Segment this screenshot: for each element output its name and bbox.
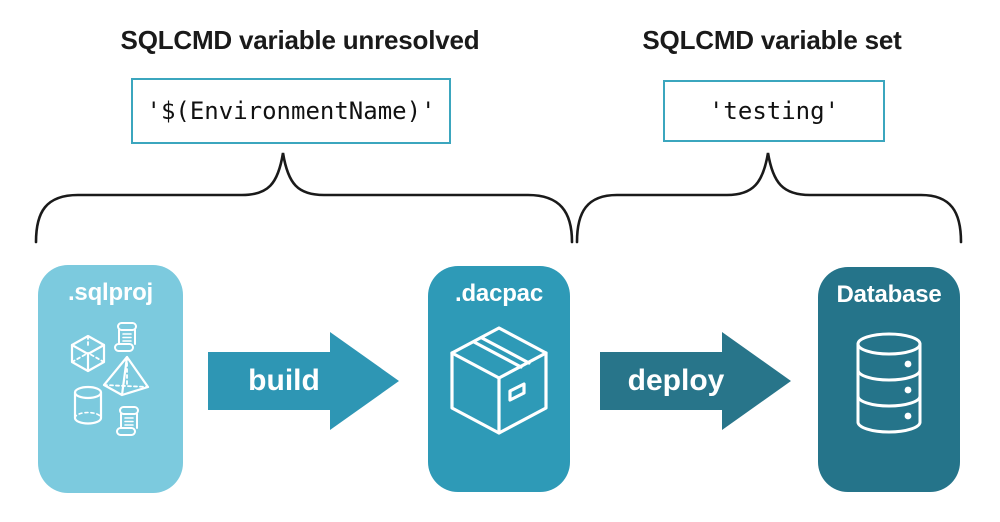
title-sqlcmd-unresolved: SQLCMD variable unresolved [120, 25, 480, 55]
code-text-testing-value: 'testing' [708, 97, 840, 125]
sql-objects-icon-cluster [38, 265, 183, 493]
cube-icon [70, 334, 106, 373]
code-box-testing-value: 'testing' [663, 80, 885, 142]
build-arrow-label: build [248, 364, 320, 397]
scroll-icon [114, 322, 137, 352]
code-box-environment-variable: '$(EnvironmentName)' [131, 78, 451, 144]
deploy-arrow-shape [600, 332, 791, 430]
curly-brace-right [575, 152, 963, 244]
curly-brace-left [34, 152, 574, 244]
node-database: Database [818, 267, 960, 492]
node-sqlproj: .sqlproj [38, 265, 183, 493]
build-arrow-shape [208, 332, 399, 430]
package-box-icon [450, 326, 548, 435]
node-dacpac: .dacpac [428, 266, 570, 492]
deploy-arrow: deploy [600, 331, 792, 431]
node-dacpac-label: .dacpac [455, 280, 543, 307]
code-text-environment-variable: '$(EnvironmentName)' [146, 97, 436, 125]
build-arrow: build [208, 331, 400, 431]
node-sqlproj-label: .sqlproj [67, 279, 154, 306]
scroll-icon [116, 406, 139, 436]
title-sqlcmd-set: SQLCMD variable set [642, 25, 902, 55]
database-cylinder-icon [856, 332, 922, 434]
pyramid-icon [102, 355, 150, 397]
cylinder-icon [73, 385, 103, 425]
node-database-label: Database [836, 281, 942, 308]
deploy-arrow-label: deploy [627, 364, 725, 397]
